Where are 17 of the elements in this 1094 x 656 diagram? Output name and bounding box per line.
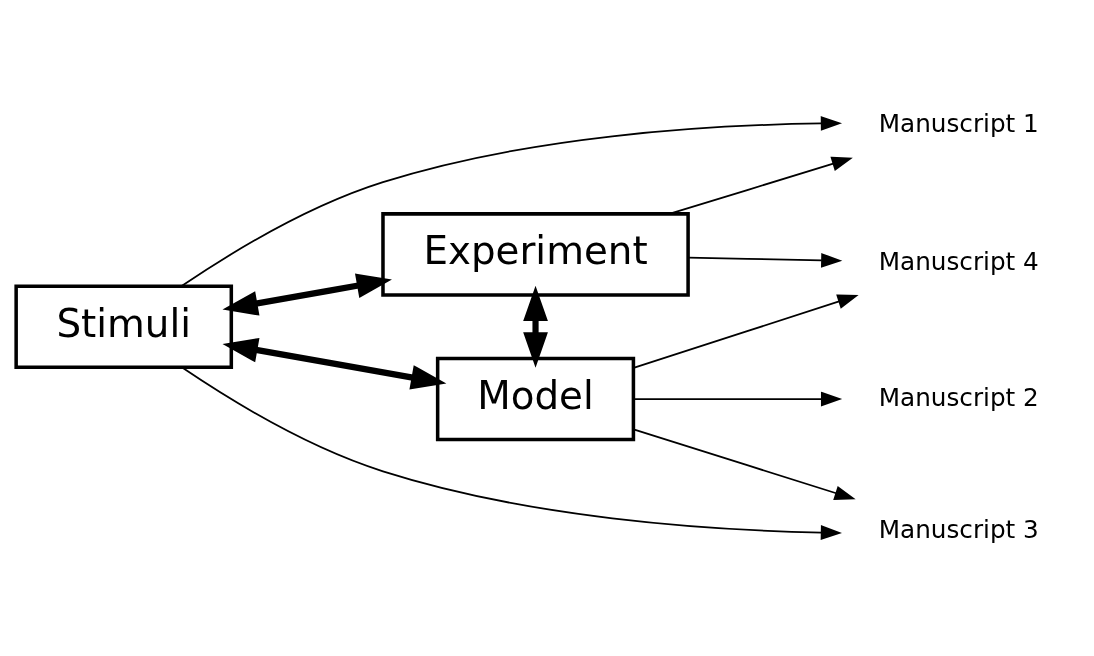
arrow [222, 337, 447, 390]
arrow [222, 273, 392, 316]
arrow [632, 428, 856, 500]
node-box: Stimuli [14, 283, 234, 369]
node-text: Manuscript 3 [878, 514, 1039, 544]
arrow [687, 252, 843, 268]
arrow [180, 115, 842, 287]
arrow [632, 294, 859, 369]
arrow [669, 156, 853, 215]
node-text: Manuscript 2 [878, 382, 1039, 412]
arrow [523, 285, 548, 368]
node-box: Experiment [381, 211, 690, 297]
node-box: Model [435, 356, 636, 441]
node-text: Manuscript 1 [878, 108, 1039, 138]
arrow [181, 366, 842, 540]
arrow [632, 391, 843, 406]
node-text: Manuscript 4 [878, 246, 1039, 276]
